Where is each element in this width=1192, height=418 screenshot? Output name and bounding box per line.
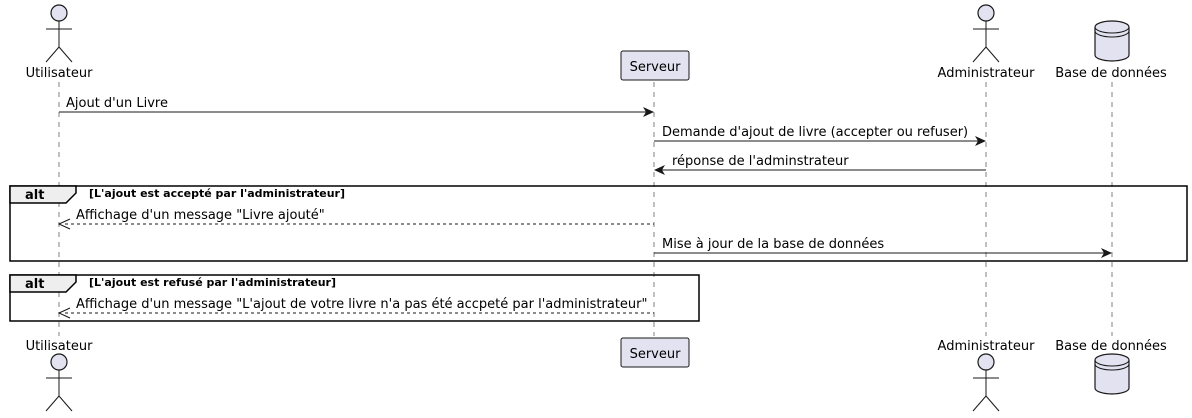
database-base-de-donnees-top: Base de données [1055,20,1167,81]
message-label: Mise à jour de la base de données [662,237,884,252]
actor-figure-icon [45,4,73,63]
participant-label: Serveur [630,347,682,362]
participant-label: Administrateur [938,339,1036,354]
participant-label: Serveur [630,60,682,75]
participant-serveur-top: Serveur [620,50,690,81]
fragment-guard: [L'ajout est accepté par l'administrateu… [89,187,345,200]
database-cylinder-icon [1094,20,1130,62]
actor-administrateur-top: Administrateur [938,4,1036,81]
arrow-right-icon [643,107,654,117]
actor-administrateur-bottom: Administrateur [938,339,1036,412]
message-reponse-admin: réponse de l'adminstrateur [654,154,986,175]
message-refus: Affichage d'un message "L'ajout de votre… [57,297,654,319]
fragment-operator: alt [25,277,44,292]
message-demande-ajout: Demande d'ajout de livre (accepter ou re… [654,125,986,146]
arrow-right-icon [975,136,986,146]
actor-utilisateur-bottom: Utilisateur [26,339,94,412]
arrow-left-icon [654,165,665,175]
participant-label: Base de données [1055,66,1167,81]
fragment-guard: [L'ajout est refusé par l'administrateur… [89,276,336,289]
fragment-operator: alt [25,188,44,203]
actor-figure-icon [972,4,1000,63]
message-label: Affichage d'un message "Livre ajouté" [76,208,325,223]
participant-label: Administrateur [938,66,1036,81]
arrow-left-icon [57,218,71,230]
message-livre-ajoute: Affichage d'un message "Livre ajouté" [57,208,654,230]
arrow-right-icon [1101,248,1112,258]
message-label: Demande d'ajout de livre (accepter ou re… [662,125,968,140]
database-base-de-donnees-bottom: Base de données [1055,339,1167,395]
message-ajout-livre: Ajout d'un Livre [59,96,654,117]
alt-fragment-refused: alt [L'ajout est refusé par l'administra… [9,274,700,322]
actor-figure-icon [45,353,73,412]
message-label: Affichage d'un message "L'ajout de votre… [76,297,647,312]
alt-fragment-accepted: alt [L'ajout est accepté par l'administr… [9,185,1188,262]
actor-figure-icon [972,353,1000,412]
actor-utilisateur-top: Utilisateur [26,4,94,81]
arrow-left-icon [57,307,71,319]
message-label: réponse de l'adminstrateur [672,154,849,169]
database-cylinder-icon [1094,353,1130,395]
participant-label: Utilisateur [26,339,94,354]
message-mise-a-jour-bd: Mise à jour de la base de données [654,237,1112,258]
participant-serveur-bottom: Serveur [620,337,690,368]
participant-label: Base de données [1055,339,1167,354]
participant-label: Utilisateur [26,66,94,81]
message-label: Ajout d'un Livre [66,96,168,111]
